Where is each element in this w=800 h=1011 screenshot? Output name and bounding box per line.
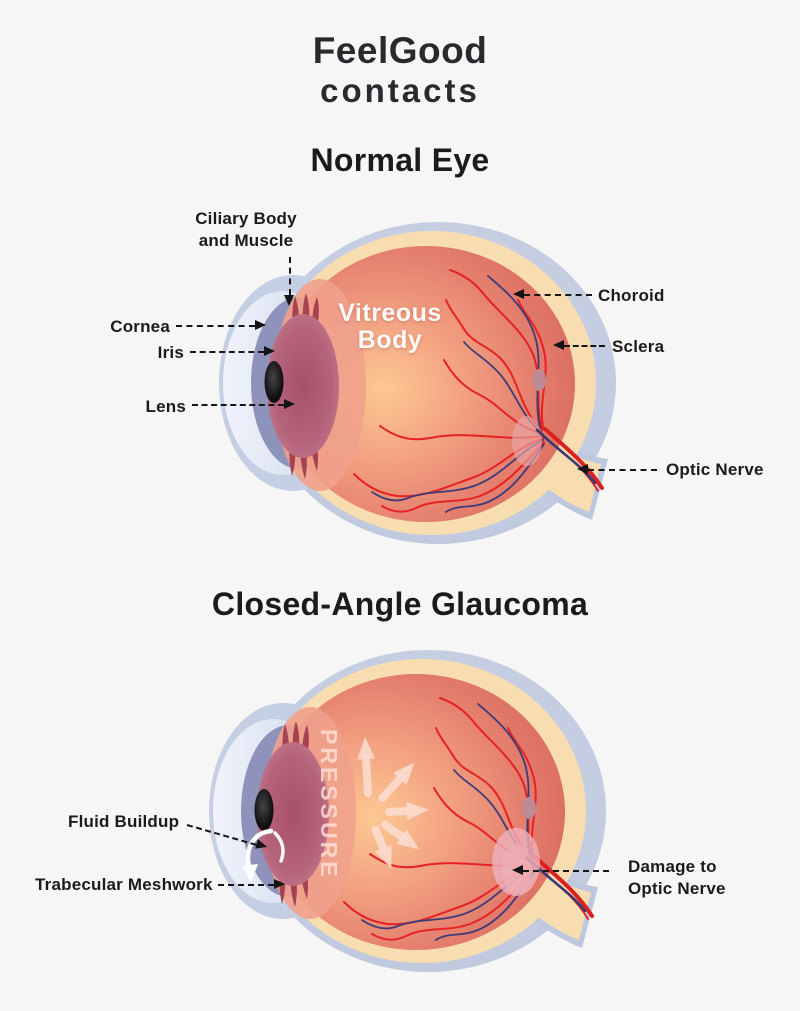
dashed-arrow-ciliary	[284, 257, 294, 306]
arrowhead-left-icon	[553, 340, 564, 350]
dashed-arrow-optic-nerve	[577, 464, 657, 474]
brand-logo-line2: contacts	[320, 72, 480, 109]
fluid-flow-arrow-icon	[242, 828, 285, 882]
dashed-arrow-damage	[512, 865, 609, 875]
label-lens: Lens	[145, 397, 186, 416]
label-vitreous-line1: Vitreous	[338, 299, 442, 327]
arrowhead-left-icon	[577, 464, 588, 474]
label-trabecular-meshwork: Trabecular Meshwork	[35, 875, 213, 894]
arrowhead-right-icon	[255, 320, 266, 330]
brand-logo: FeelGood contacts	[0, 32, 800, 107]
label-ciliary-line1: Ciliary Body	[195, 209, 297, 228]
dashed-arrow-lens	[192, 399, 295, 409]
label-fluid-buildup: Fluid Buildup	[68, 812, 180, 831]
normal-eye-art	[217, 220, 618, 546]
label-iris: Iris	[157, 343, 184, 362]
dashed-arrow-cornea	[176, 320, 266, 330]
label-cornea: Cornea	[110, 317, 170, 336]
pressure-arrows-icon	[357, 737, 429, 869]
arrowhead-down-icon	[284, 295, 294, 306]
label-damage-optic-nerve: Damage to Optic Nerve	[628, 856, 726, 900]
dashed-arrow-iris	[190, 346, 275, 356]
glaucoma-title: Closed-Angle Glaucoma	[211, 586, 589, 622]
arrowhead-right-icon	[274, 879, 285, 889]
label-optic-nerve: Optic Nerve	[666, 460, 764, 479]
dashed-arrow-choroid	[513, 289, 592, 299]
label-damage-line2: Optic Nerve	[628, 879, 726, 898]
label-damage-line1: Damage to	[628, 857, 717, 876]
label-vitreous-body: Vitreous Body	[322, 300, 458, 354]
arrowhead-right-icon	[264, 346, 275, 356]
label-choroid: Choroid	[598, 286, 665, 305]
arrowhead-left-icon	[513, 289, 524, 299]
brand-logo-line1: FeelGood	[312, 30, 488, 71]
normal-eye-title: Normal Eye	[310, 142, 490, 178]
label-ciliary-line2: and Muscle	[198, 231, 294, 250]
damaged-optic-disc-shape	[492, 828, 540, 896]
arrowhead-right-icon	[284, 399, 295, 409]
arrowhead-left-icon	[512, 865, 523, 875]
dashed-arrow-sclera	[553, 340, 605, 350]
label-pressure: PRESSURE	[316, 729, 342, 880]
label-sclera: Sclera	[612, 337, 665, 356]
label-vitreous-line2: Body	[357, 326, 423, 354]
label-ciliary-body: Ciliary Body and Muscle	[195, 208, 297, 252]
dashed-arrow-trabecular	[218, 879, 285, 889]
